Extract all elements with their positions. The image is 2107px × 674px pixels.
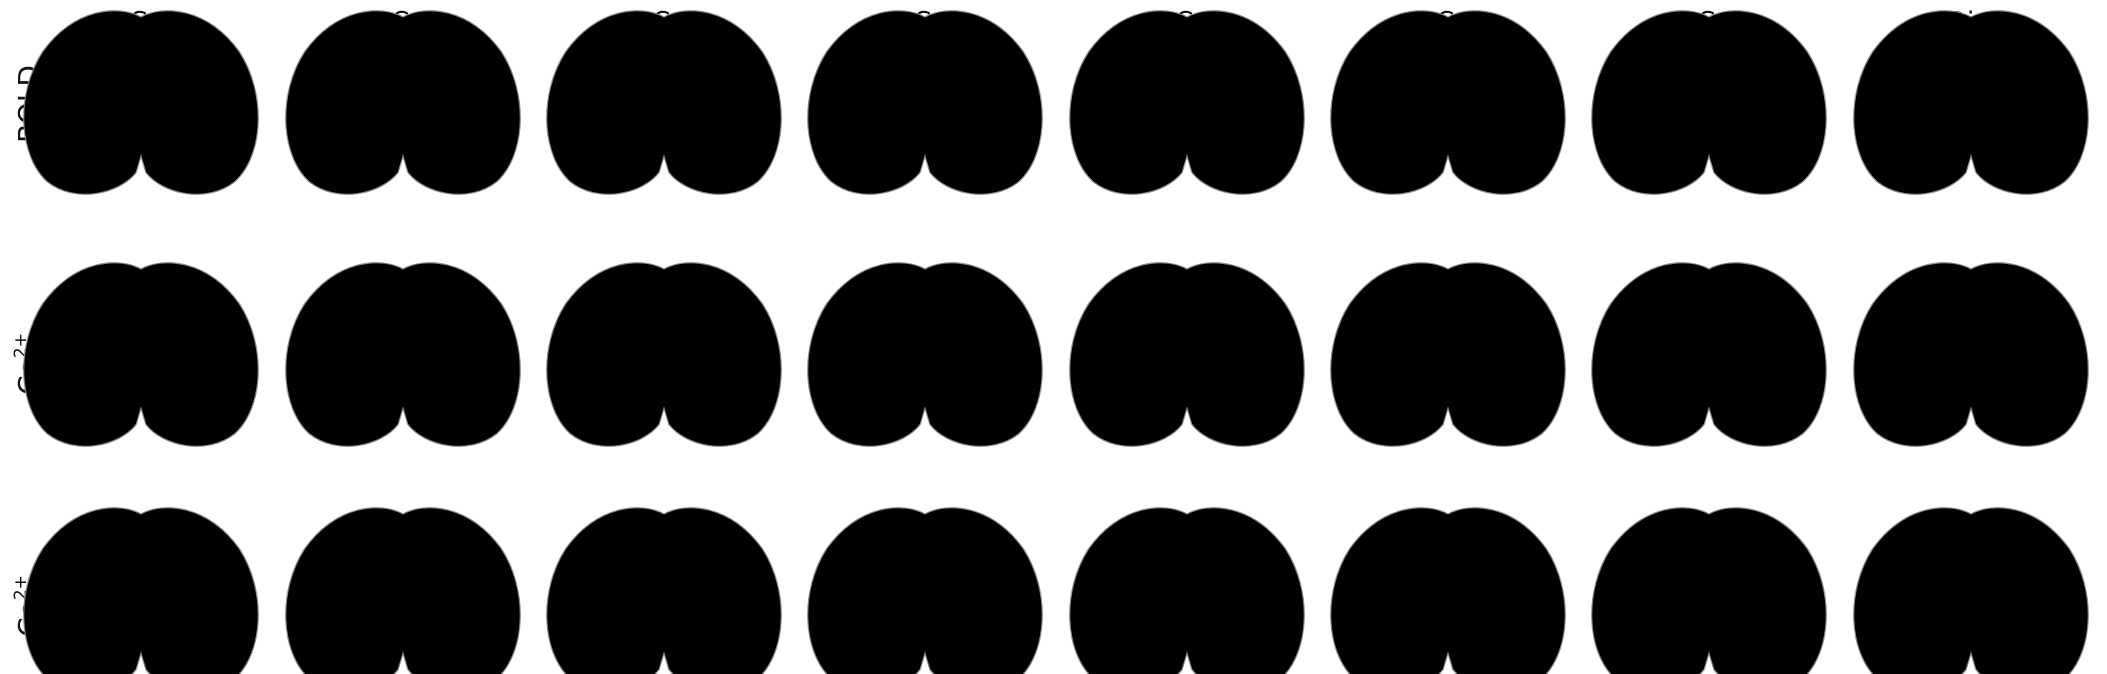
brain-map (807, 10, 1043, 195)
brain-map (1591, 507, 1827, 674)
brain-map (1591, 262, 1827, 447)
brain-map-grid (23, 10, 2089, 674)
brain-map (1069, 507, 1305, 674)
brain-map (546, 262, 782, 447)
brain-map (546, 507, 782, 674)
brain-map (1853, 262, 2089, 447)
brain-map (1069, 262, 1305, 447)
brain-map (1330, 262, 1566, 447)
brain-map (1853, 507, 2089, 674)
brain-map (807, 262, 1043, 447)
brain-map (1330, 507, 1566, 674)
brain-map (285, 507, 521, 674)
brain-map (1853, 10, 2089, 195)
brain-map (23, 507, 259, 674)
brain-map (285, 10, 521, 195)
brain-map (1330, 10, 1566, 195)
brain-map (23, 10, 259, 195)
brain-map (285, 262, 521, 447)
brain-map (807, 507, 1043, 674)
brain-map (23, 262, 259, 447)
brain-map (546, 10, 782, 195)
brain-map (1069, 10, 1305, 195)
brain-map (1591, 10, 1827, 195)
